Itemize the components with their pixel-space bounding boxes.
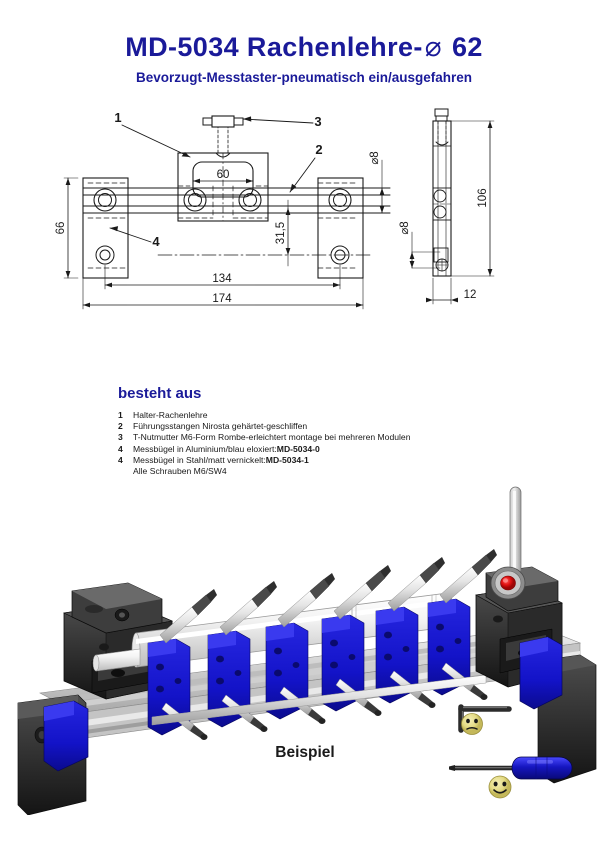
render-caption: Beispiel: [275, 744, 334, 761]
clamp-lever[interactable]: [509, 486, 522, 576]
parts-list-section: besteht aus 1 Halter-Rachenlehre 2 Führu…: [118, 385, 588, 477]
dim-inner-width: 60: [217, 169, 230, 181]
list-item: 4 Messbügel in Aluminium/blau eloxiert:M…: [118, 444, 588, 455]
part-number: 4: [118, 443, 123, 454]
part-description: T-Nutmutter M6-Form Rombe-erleichtert mo…: [133, 432, 411, 443]
dim-bore-diameter-front: ⌀8: [369, 151, 381, 164]
clamp-knob[interactable]: [490, 566, 526, 600]
dim-total-width: 174: [212, 293, 232, 305]
list-item: 1 Halter-Rachenlehre: [118, 410, 588, 421]
part-description: Messbügel in Stahl/matt vernickelt:MD-50…: [133, 454, 309, 465]
part-description: Messbügel in Aluminium/blau eloxiert:MD-…: [133, 443, 320, 454]
page-subtitle: Bevorzugt-Messtaster-pneumatisch ein/aus…: [135, 70, 473, 85]
part-number: [118, 466, 133, 477]
diameter-symbol-icon: ⌀: [424, 31, 443, 62]
screwdriver-icon: [449, 756, 573, 780]
callout-1: 1: [114, 110, 121, 125]
dim-center-offset: 31,5: [275, 222, 287, 244]
part-description: Führungsstangen Nirosta gehärtet-geschli…: [133, 421, 308, 432]
measuring-station: [147, 589, 217, 740]
lower-guide-rod: [151, 674, 487, 726]
measuring-station: [321, 565, 391, 716]
knob-red-center: [500, 575, 516, 591]
list-item: 2 Führungsstangen Nirosta gehärtet-gesch…: [118, 421, 588, 432]
part-description: Alle Schrauben M6/SW4: [133, 466, 227, 477]
callout-4: 4: [152, 234, 160, 249]
smiley-happy-icon: [488, 775, 512, 799]
dim-hole-spacing: 134: [212, 273, 232, 285]
smiley-neutral-icon: [461, 713, 483, 735]
part-number: 2: [118, 421, 123, 432]
part-description: Halter-Rachenlehre: [133, 410, 208, 420]
part-number: 3: [118, 432, 123, 443]
parts-list: 1 Halter-Rachenlehre 2 Führungsstangen N…: [118, 410, 588, 477]
page-title-text: MD-5034 Rachenlehre-: [125, 32, 423, 62]
measuring-station: [265, 573, 335, 724]
page-header: MD-5034 Rachenlehre-⌀ 62 Bevorzugt-Messt…: [0, 0, 608, 85]
product-render-svg: Beispiel: [17, 486, 597, 815]
callout-3: 3: [314, 114, 321, 129]
dim-side-thickness: 12: [464, 289, 477, 301]
list-item: Alle Schrauben M6/SW4: [118, 466, 588, 477]
parts-list-heading: besteht aus: [118, 385, 202, 402]
screwdriver-handle: [511, 756, 573, 780]
part-number: 1: [118, 410, 123, 420]
dim-bore-diameter-side: ⌀8: [399, 221, 411, 234]
diameter-value: 62: [451, 32, 483, 62]
list-item: 3 T-Nutmutter M6-Form Rombe-erleichtert …: [118, 432, 588, 443]
product-render: Beispiel: [0, 485, 608, 815]
technical-drawing-svg: 60 66 31,5 134 174 ⌀8: [55, 108, 495, 310]
dim-total-height: 66: [55, 222, 67, 235]
page-title: MD-5034 Rachenlehre-⌀ 62: [0, 0, 608, 63]
dim-side-height: 106: [477, 188, 489, 207]
part-number: 4: [118, 454, 123, 465]
callout-2: 2: [315, 142, 322, 157]
list-item: 4 Messbügel in Stahl/matt vernickelt:MD-…: [118, 455, 588, 466]
technical-drawing: 60 66 31,5 134 174 ⌀8: [0, 100, 608, 350]
measuring-station: [207, 581, 277, 732]
